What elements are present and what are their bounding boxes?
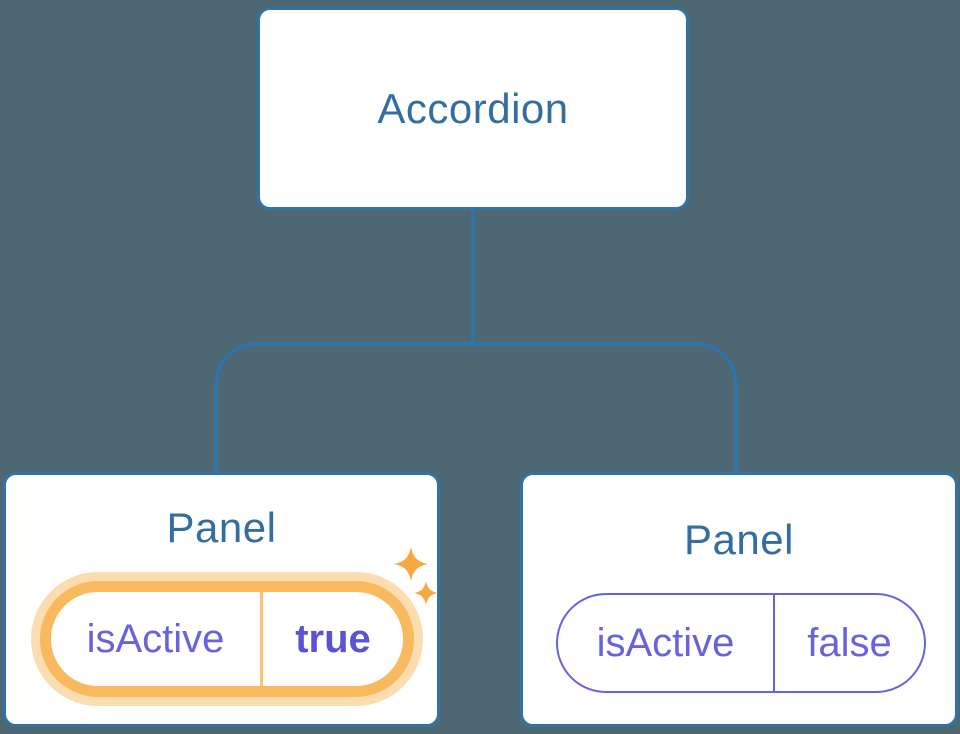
state-key-label: isActive xyxy=(596,620,735,665)
state-value-label: true xyxy=(295,616,371,661)
panel-node-inactive: Panel isActive false xyxy=(520,472,958,727)
connector-bracket xyxy=(214,342,738,474)
state-value-label: false xyxy=(807,620,892,665)
accordion-node: Accordion xyxy=(257,7,689,210)
state-pill-active: isActive true xyxy=(40,581,414,697)
accordion-label: Accordion xyxy=(377,84,569,132)
pill-divider xyxy=(260,592,263,686)
pill-divider xyxy=(773,595,775,691)
state-key-label: isActive xyxy=(86,616,225,661)
state-pill-inactive: isActive false xyxy=(556,593,926,693)
connector-stem xyxy=(471,208,475,346)
panel-node-active: Panel isActive true xyxy=(3,472,440,727)
panel-title: Panel xyxy=(684,516,794,563)
sparkles-icon xyxy=(394,547,438,605)
panel-title: Panel xyxy=(166,504,277,551)
